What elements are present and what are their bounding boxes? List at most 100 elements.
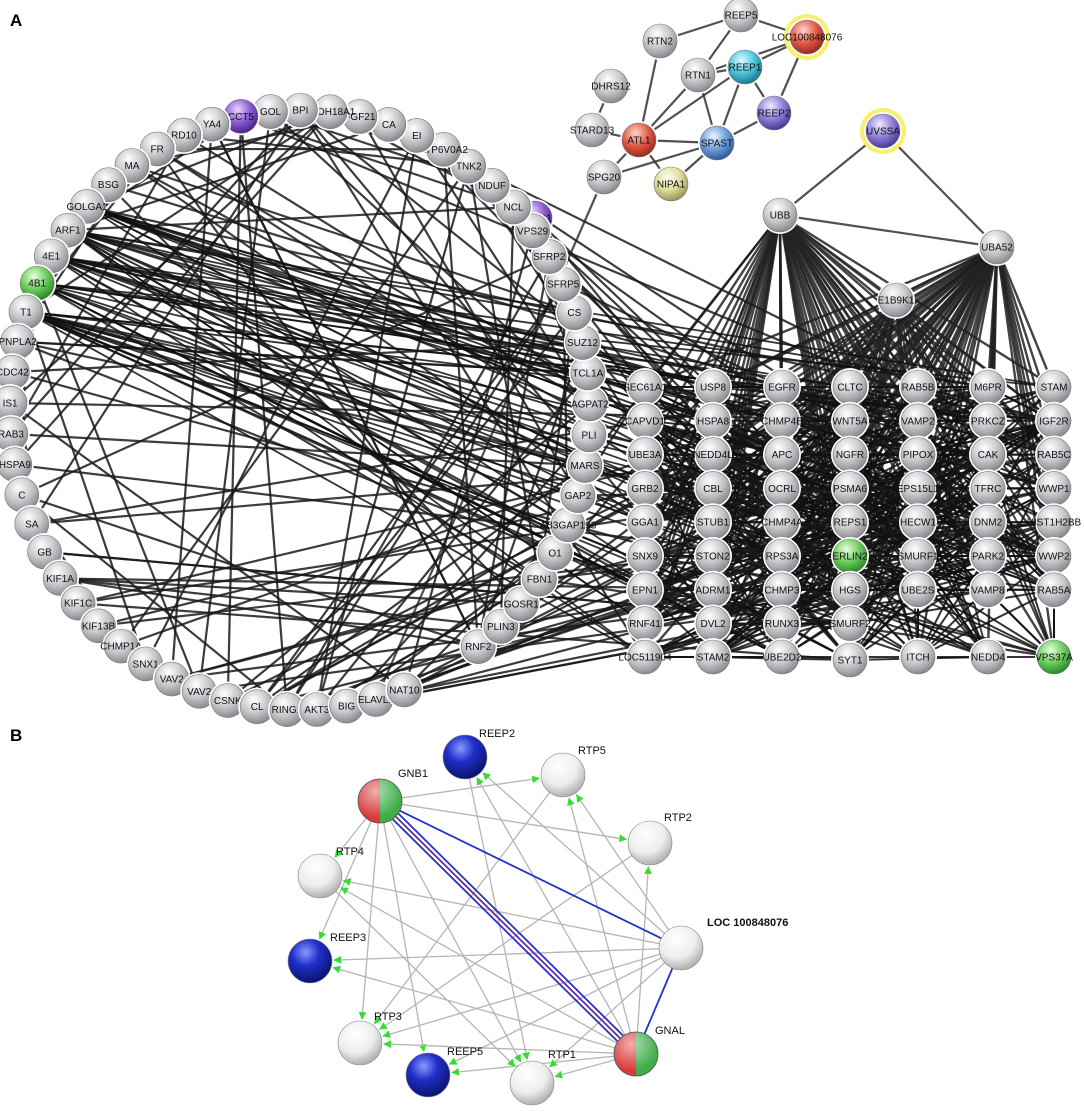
node-dnm2[interactable]: DNM2 (969, 503, 1007, 542)
node-pipox[interactable]: PIPOX (899, 435, 937, 474)
node-loc511904[interactable]: LOC511904 (618, 638, 672, 676)
node-ngfr[interactable]: NGFR (831, 435, 869, 474)
node-stub1[interactable]: STUB1 (694, 503, 732, 542)
node-nedd4l[interactable]: NEDD4L (693, 435, 733, 474)
node-runx3[interactable]: RUNX3 (763, 604, 801, 643)
node-reep2[interactable]: REEP2 (442, 728, 515, 780)
node-reep5[interactable]: REEP5 (722, 0, 760, 34)
node-hgs[interactable]: HGS (831, 570, 869, 609)
node-usp8[interactable]: USP8 (694, 368, 732, 406)
node-loc-100848076[interactable]: LOC 100848076 (658, 917, 788, 971)
node-ocrl[interactable]: OCRL (763, 469, 801, 508)
node-cltc[interactable]: CLTC (831, 368, 869, 406)
node-reep2[interactable]: REEP2 (755, 94, 793, 132)
node-rnf41[interactable]: RNF41 (626, 604, 664, 643)
node-rps3a[interactable]: RPS3A (763, 537, 801, 575)
node-dvl2[interactable]: DVL2 (694, 604, 732, 643)
node-wnt5a[interactable]: WNT5A (831, 401, 869, 440)
node-ube2s[interactable]: UBE2S (899, 570, 937, 609)
node-smurf1[interactable]: SMURF1 (897, 537, 939, 575)
node-egfr[interactable]: EGFR (763, 368, 801, 406)
node-rab5c[interactable]: RAB5C (1035, 435, 1073, 474)
node-vps37a[interactable]: VPS37A (1035, 638, 1073, 676)
node-ube2d2[interactable]: UBE2D2 (763, 638, 802, 676)
node-igf2r[interactable]: IGF2R (1035, 401, 1073, 440)
node-rab3[interactable]: RAB3 (0, 414, 30, 453)
node-uvssa[interactable]: UVSSA (860, 108, 906, 154)
node-apc[interactable]: APC (763, 435, 801, 474)
node-spg20[interactable]: SPG20 (585, 158, 623, 196)
node-hspa8[interactable]: HSPA8 (694, 401, 732, 440)
node-smurf2[interactable]: SMURF2 (829, 604, 871, 643)
node-nat10[interactable]: NAT10 (385, 670, 424, 709)
node-wwp2[interactable]: WWP2 (1035, 537, 1073, 575)
node-rtp3[interactable]: RTP3 (337, 1011, 402, 1066)
node-uba52[interactable]: UBA52 (978, 228, 1016, 266)
node-stam[interactable]: STAM (1035, 368, 1073, 406)
node-ab3gap193[interactable]: AB3GAP193 (540, 505, 597, 544)
node-rab5a[interactable]: RAB5A (1035, 570, 1073, 609)
node-rab5b[interactable]: RAB5B (899, 368, 937, 406)
node-stam2[interactable]: STAM2 (694, 638, 732, 676)
node-reep5[interactable]: REEP5 (405, 1046, 483, 1098)
node-reep3[interactable]: REEP3 (287, 932, 366, 984)
node-hist1h2bb[interactable]: HIST1H2BB (1027, 503, 1082, 542)
node-cl[interactable]: CL (238, 687, 277, 726)
node-sfrp2[interactable]: SFRP2 (530, 237, 569, 276)
node-ring1[interactable]: RING1 (267, 690, 306, 729)
node-ube3a[interactable]: UBE3A (626, 435, 664, 474)
node-gga1[interactable]: GGA1 (626, 503, 664, 542)
node-fgf21[interactable]: FGF21 (340, 97, 379, 136)
node-hecw1[interactable]: HECW1 (899, 503, 937, 542)
node-agpat2[interactable]: AGPAT2 (570, 384, 609, 423)
node-gap2[interactable]: GAP2 (558, 476, 597, 515)
node-adrm1[interactable]: ADRM1 (694, 570, 732, 609)
node-nipa1[interactable]: NIPA1 (652, 165, 690, 203)
node-e1b9k1[interactable]: E1B9K1 (877, 281, 915, 319)
node-epn1[interactable]: EPN1 (626, 570, 664, 609)
node-gnb1[interactable]: GNB1 (357, 768, 428, 824)
node-rtp1[interactable]: RTP1 (509, 1049, 576, 1106)
node-tfrc[interactable]: TFRC (969, 469, 1007, 508)
node-prkcz[interactable]: PRKCZ (969, 401, 1007, 440)
node-mars[interactable]: MARS (565, 446, 604, 485)
node-vav2[interactable]: VAV2 (180, 672, 219, 711)
node-chmp4a[interactable]: CHMP4A (761, 503, 803, 542)
node-reep1[interactable]: REEP1 (726, 48, 764, 86)
node-chmp4b[interactable]: CHMP4B (761, 401, 803, 440)
node-park2[interactable]: PARK2 (969, 537, 1007, 575)
node-spast[interactable]: SPAST (698, 124, 736, 162)
node-csnk[interactable]: CSNK (208, 681, 247, 720)
node-psma6[interactable]: PSMA6 (831, 469, 869, 508)
node-syt1[interactable]: SYT1 (831, 641, 869, 679)
node-rtn1[interactable]: RTN1 (679, 56, 717, 94)
node-reps1[interactable]: REPS1 (831, 503, 869, 542)
node-pnpla2[interactable]: PNPLA2 (0, 322, 37, 361)
node-chmp3[interactable]: CHMP3 (763, 570, 801, 609)
node-grb2[interactable]: GRB2 (626, 469, 664, 508)
node-big[interactable]: BIG (327, 687, 366, 726)
node-nedd4[interactable]: NEDD4 (969, 638, 1007, 676)
node-stard13[interactable]: STARD13 (570, 111, 615, 149)
node-rtp2[interactable]: RTP2 (627, 812, 692, 866)
node-dhrs12[interactable]: DHRS12 (591, 67, 631, 105)
node-c[interactable]: C (2, 475, 41, 514)
node-ca[interactable]: CA (369, 105, 408, 144)
node-cs[interactable]: CS (555, 293, 594, 332)
node-cdc42[interactable]: CDC42 (0, 353, 32, 392)
node-eps15l1[interactable]: EPS15L1 (897, 469, 940, 508)
node-ubb[interactable]: UBB (761, 196, 799, 234)
node-tcl1a[interactable]: TCL1A (568, 354, 607, 393)
node-ston2[interactable]: STON2 (694, 537, 732, 575)
node-snx9[interactable]: SNX9 (626, 537, 664, 575)
node-pli[interactable]: PLI (570, 415, 609, 454)
node-hspa9[interactable]: HSPA9 (0, 445, 34, 484)
node-cbl[interactable]: CBL (694, 469, 732, 508)
node-rtn2[interactable]: RTN2 (641, 22, 679, 60)
node-rtp5[interactable]: RTP5 (540, 745, 606, 798)
node-akt3[interactable]: AKT3 (297, 690, 336, 729)
node-sec61a1[interactable]: SEC61A1 (623, 368, 667, 406)
node-is1[interactable]: IS1 (0, 384, 30, 423)
node-loc100848076[interactable]: LOC100848076 (772, 14, 843, 60)
node-m6pr[interactable]: M6PR (969, 368, 1007, 406)
